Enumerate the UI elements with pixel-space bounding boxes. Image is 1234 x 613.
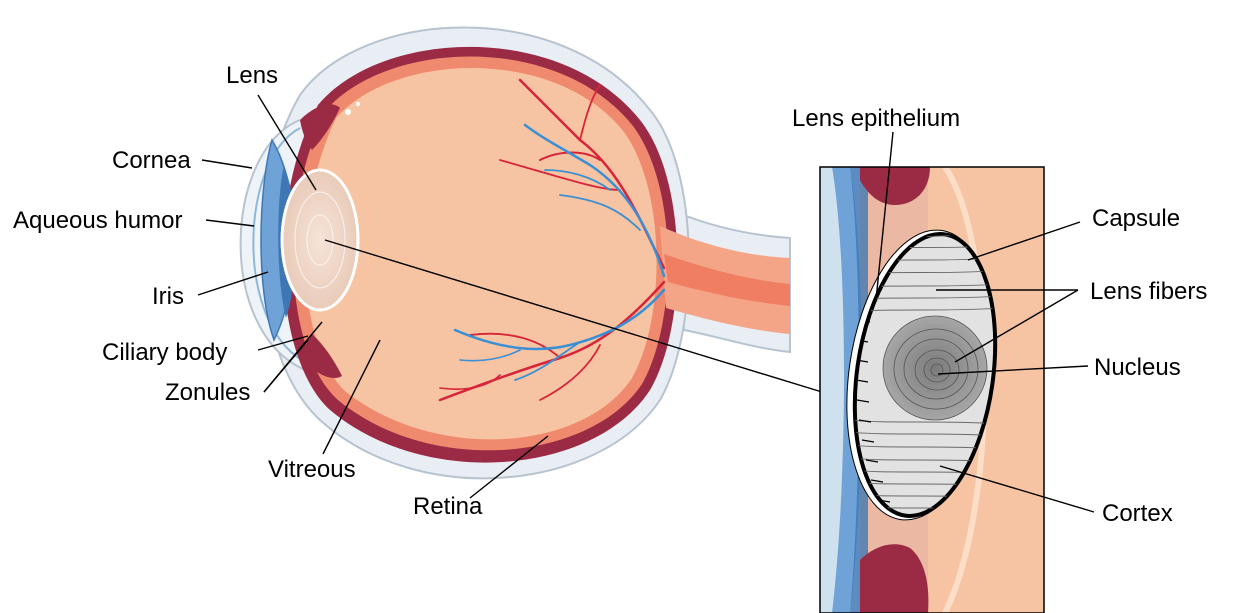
label-lens-epithelium: Lens epithelium [792, 105, 960, 132]
label-nucleus: Nucleus [1094, 354, 1181, 381]
highlight-dot [345, 109, 351, 115]
label-zonules: Zonules [165, 379, 250, 406]
highlight-dot [356, 102, 360, 106]
label-iris: Iris [152, 283, 184, 310]
label-lens-fibers: Lens fibers [1090, 278, 1207, 305]
label-retina: Retina [413, 493, 483, 520]
lens-nucleus [883, 316, 987, 420]
label-aqueous-humor: Aqueous humor [13, 207, 182, 234]
label-cortex: Cortex [1102, 500, 1173, 527]
lens-inset [820, 167, 1044, 613]
label-ciliary-body: Ciliary body [102, 339, 227, 366]
lens-small [282, 170, 358, 310]
eyeball [241, 28, 790, 479]
label-lens: Lens [226, 62, 278, 89]
leader-cornea [202, 160, 252, 168]
label-capsule: Capsule [1092, 205, 1180, 232]
label-cornea: Cornea [112, 147, 191, 174]
label-vitreous: Vitreous [268, 456, 356, 483]
